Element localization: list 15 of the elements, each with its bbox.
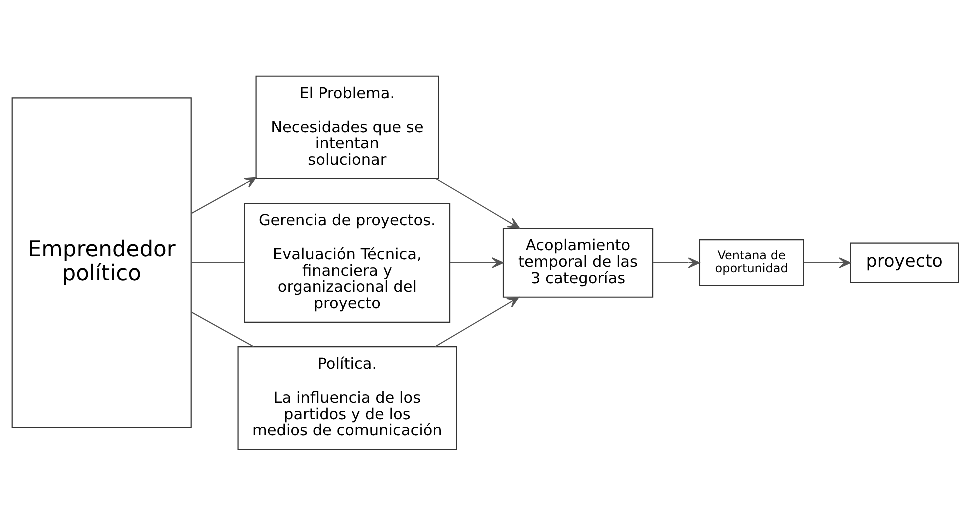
arrow [191,176,257,214]
arrow [654,257,700,268]
arrow [436,178,520,228]
arrow [435,296,520,347]
arrow [804,257,852,268]
node-box: Política. La influencia de los partidos y de los medios de comunicación [238,346,458,450]
node-box: Emprendedor político [12,97,192,428]
node-box: Gerencia de proyectos. Evaluación Técnica, financiera y organizacional del proyecto [244,202,451,323]
node-box: Acoplamiento temporal de las 3 categorías [502,228,654,298]
connector [191,311,254,347]
node-box: El Problema. Necesidades que se intentan solucionar [256,75,440,179]
connector [192,262,245,264]
node-box: proyecto [850,242,960,283]
arrow [450,257,504,268]
node-box: Ventana de oportunidad [699,239,804,286]
